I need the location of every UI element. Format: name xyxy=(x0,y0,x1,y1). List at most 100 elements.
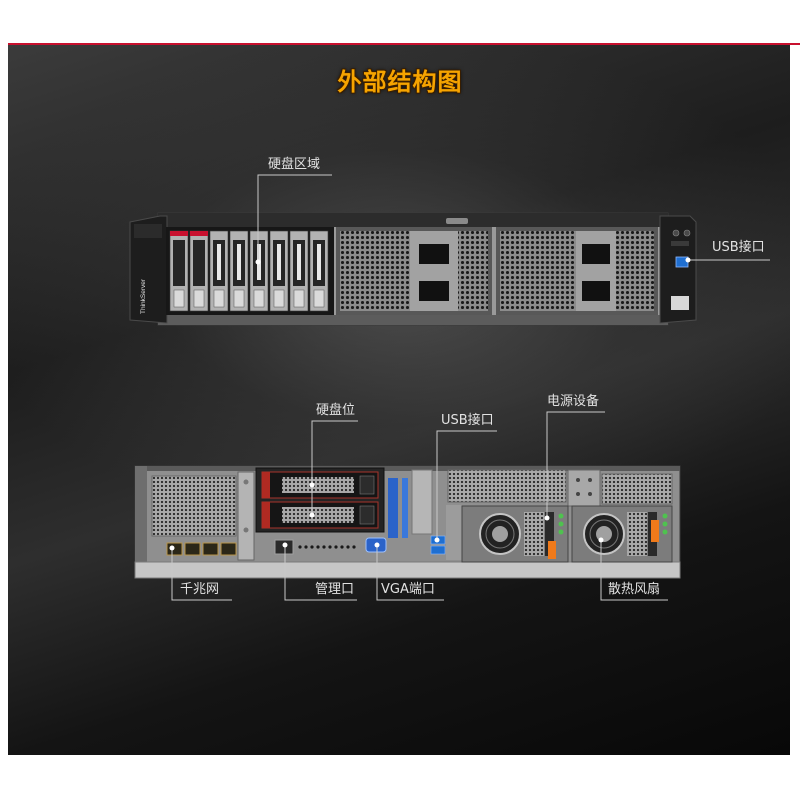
front-drive-bay xyxy=(269,230,289,312)
label-vga-port: VGA端口 xyxy=(381,582,435,597)
drive-latch xyxy=(273,289,285,308)
rear-left-vent xyxy=(151,475,237,537)
psu-vent xyxy=(627,512,647,556)
callout-dot xyxy=(169,545,175,551)
bracket-screw xyxy=(243,479,249,485)
psu-status-led xyxy=(662,529,668,535)
pin xyxy=(304,545,308,549)
drive-latch xyxy=(193,289,205,308)
label-power-supply: 电源设备 xyxy=(547,394,600,409)
label-cooling-fan: 散热风扇 xyxy=(608,582,661,597)
filler-handle xyxy=(582,244,610,264)
callout-dot xyxy=(434,537,440,543)
pcie-latch xyxy=(402,478,408,538)
pin xyxy=(346,545,350,549)
drive-release-lever xyxy=(297,244,301,280)
power-supply-unit xyxy=(571,505,673,563)
lan-port xyxy=(220,542,237,556)
status-led-strip xyxy=(671,241,689,246)
pin xyxy=(334,545,338,549)
label-mgmt-port: 管理口 xyxy=(315,582,355,597)
callout-dot xyxy=(685,257,691,263)
drive-latch xyxy=(213,289,225,308)
filler-mesh-vent xyxy=(340,231,410,311)
front-brand-logo: ThinkServer xyxy=(140,278,147,314)
fan-hub xyxy=(492,526,508,542)
bracket-hole xyxy=(576,478,580,482)
filler-handle xyxy=(419,281,449,301)
rear-mid-panel xyxy=(446,505,462,560)
label-front-usb: USB接口 xyxy=(712,240,765,255)
drive-latch xyxy=(313,289,325,308)
callout-gigabit-lan xyxy=(171,548,232,601)
psu-status-led xyxy=(662,521,668,527)
power-button-icon xyxy=(672,229,680,237)
drive-red-latch xyxy=(262,502,270,528)
rear-top-edge xyxy=(135,466,680,471)
psu-vent xyxy=(524,512,544,556)
callout-dot xyxy=(309,512,315,518)
front-drive-bay xyxy=(289,230,309,312)
psu-status-led xyxy=(558,513,564,519)
drive-red-tab xyxy=(190,231,208,236)
drive-release-lever xyxy=(317,244,321,280)
filler-mesh-vent xyxy=(500,231,576,311)
drive-handle xyxy=(359,475,375,495)
drive-latch xyxy=(233,289,245,308)
bracket-screw xyxy=(243,527,249,533)
pin xyxy=(352,545,356,549)
psu-status-led xyxy=(662,513,668,519)
pin xyxy=(298,545,302,549)
drive-handle xyxy=(173,240,185,286)
label-drive-bay: 硬盘位 xyxy=(316,403,356,418)
drive-latch xyxy=(293,289,305,308)
psu-handle xyxy=(545,512,554,556)
drive-handle xyxy=(193,240,205,286)
label-gigabit-lan: 千兆网 xyxy=(180,582,220,597)
drive-red-latch xyxy=(262,472,270,498)
rear-left-edge xyxy=(135,466,147,564)
callout-dots xyxy=(169,257,691,551)
pin xyxy=(328,545,332,549)
psu-orange-latch xyxy=(651,520,659,542)
label-rear-usb: USB接口 xyxy=(441,413,494,428)
label-drive-area: 硬盘区域 xyxy=(268,157,321,172)
callout-cooling-fan xyxy=(600,540,668,601)
front-drive-bay xyxy=(229,230,249,312)
front-drive-bay xyxy=(209,230,229,312)
lan-port xyxy=(184,542,201,556)
bracket-hole xyxy=(576,492,580,496)
drive-vent xyxy=(282,507,354,523)
callout-dot xyxy=(598,537,604,543)
front-top-tab xyxy=(446,218,468,224)
rear-drive-bay xyxy=(261,501,379,529)
front-info-tag xyxy=(671,296,689,310)
lan-port xyxy=(166,542,183,556)
callout-mgmt-port xyxy=(284,545,357,601)
bracket-hole xyxy=(588,478,592,482)
front-filler-panel xyxy=(336,227,492,315)
callout-dot xyxy=(544,515,550,521)
psu-bracket xyxy=(567,469,601,507)
rear-server xyxy=(134,465,681,579)
pcie-slot-cover-vent xyxy=(447,469,567,503)
callout-power-supply xyxy=(546,411,605,518)
callout-rear-usb xyxy=(436,430,497,540)
drive-vent xyxy=(282,477,354,493)
front-filler-panel xyxy=(496,227,658,315)
rear-usb-port xyxy=(430,545,446,555)
serial-header xyxy=(298,545,356,549)
id-button-icon xyxy=(683,229,691,237)
fan-grill-ring xyxy=(485,519,515,549)
drive-latch xyxy=(253,289,265,308)
fan-hub xyxy=(596,526,612,542)
pin xyxy=(316,545,320,549)
callout-dot xyxy=(374,542,380,548)
power-supply-unit xyxy=(461,505,569,563)
bracket-hole xyxy=(588,492,592,496)
callout-vga-port xyxy=(376,545,444,601)
filler-mesh-vent xyxy=(616,231,654,311)
psu-orange-latch xyxy=(548,541,556,559)
front-drive-bay xyxy=(189,230,209,312)
